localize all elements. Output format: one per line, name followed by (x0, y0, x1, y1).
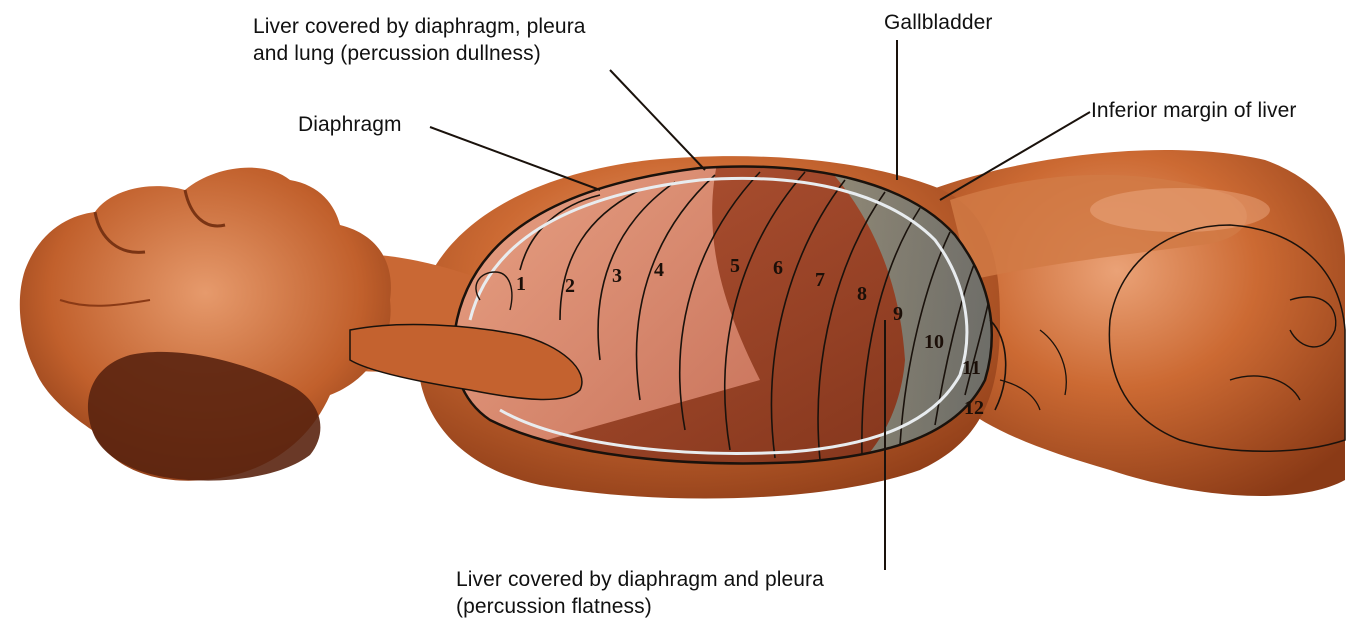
rib-number-3: 3 (612, 265, 622, 287)
leader-diaphragm (430, 127, 600, 190)
rib-number-10: 10 (924, 331, 944, 353)
rib-number-8: 8 (857, 283, 867, 305)
rib-number-1: 1 (516, 273, 526, 295)
label-liver-flatness: Liver covered by diaphragm and pleura (p… (456, 566, 824, 620)
rib-number-7: 7 (815, 269, 825, 291)
rib-number-2: 2 (565, 275, 575, 297)
rib-number-5: 5 (730, 255, 740, 277)
rib-number-6: 6 (773, 257, 783, 279)
rib-number-4: 4 (654, 259, 664, 281)
label-diaphragm: Diaphragm (298, 111, 402, 138)
label-liver-flatness-line1: Liver covered by diaphragm and pleura (456, 566, 824, 593)
label-inferior-margin: Inferior margin of liver (1091, 97, 1296, 124)
rib-number-12: 12 (964, 397, 984, 419)
leader-liver-dullness (610, 70, 705, 170)
label-liver-dullness-line2: and lung (percussion dullness) (253, 40, 586, 67)
label-liver-dullness: Liver covered by diaphragm, pleura and l… (253, 13, 586, 67)
label-gallbladder: Gallbladder (884, 9, 993, 36)
rib-number-9: 9 (893, 303, 903, 325)
label-liver-flatness-line2: (percussion flatness) (456, 593, 824, 620)
label-liver-dullness-line1: Liver covered by diaphragm, pleura (253, 13, 586, 40)
rib-number-11: 11 (962, 357, 981, 379)
